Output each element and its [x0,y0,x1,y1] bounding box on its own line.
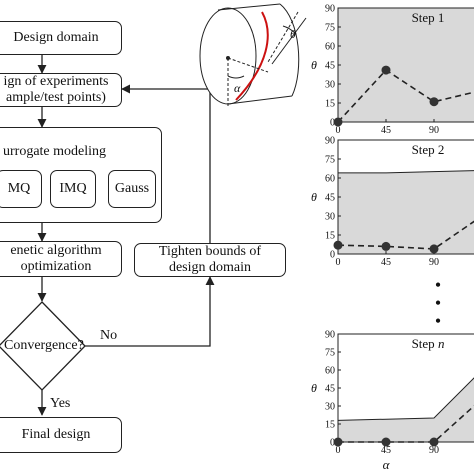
ga-label-line2: optimization [20,259,92,274]
chart-title: Step n [412,336,445,351]
y-tick-label: 0 [330,250,335,261]
data-point [429,97,439,107]
theta-series-line [338,404,474,443]
doe-label-line1: ign of experiments [3,74,109,89]
y-tick-label: 75 [325,23,335,34]
theta-series-line [337,69,474,123]
y-tick-label: 45 [325,61,335,72]
tighten-box: Tighten bounds of design domain [134,243,286,277]
y-tick-label: 15 [325,99,335,110]
x-tick-label: 0 [336,257,341,268]
data-point [429,244,439,254]
x-tick-label: 90 [429,445,439,456]
data-point [429,437,439,447]
ga-label-line1: enetic algorithm [10,243,102,258]
y-tick-label: 60 [325,42,335,53]
cylinder-bottom-edge [227,95,293,105]
data-point [381,65,391,75]
ga-box: enetic algorithm optimization [0,241,122,277]
y-axis-label: θ [311,381,317,395]
gauss-box: Gauss [108,170,156,208]
arrow-no-to-tighten [85,276,215,347]
imq-box: IMQ [50,170,96,208]
theta-arc [282,25,297,35]
data-point [381,241,391,251]
y-tick-label: 30 [325,402,335,413]
y-tick-label: 30 [325,212,335,223]
tighten-label-line1: Tighten bounds of [158,244,262,259]
bounds-band [338,378,474,442]
x-tick-label: 45 [381,445,391,456]
x-tick-label: 90 [429,125,439,136]
chart-title: Step 1 [412,10,445,25]
alpha-arc [227,75,245,79]
surrogate-label: urrogate modeling [3,144,107,159]
x-tick-label: 0 [336,125,341,136]
mq-box: MQ [0,170,42,208]
yes-label: Yes [50,396,71,411]
design-domain-box: Design domain [0,21,122,55]
y-tick-label: 90 [325,4,335,15]
y-tick-label: 15 [325,231,335,242]
y-tick-label: 15 [325,420,335,431]
y-tick-label: 75 [325,348,335,359]
x-tick-label: 45 [381,125,391,136]
fiber-path-curve [235,11,269,101]
convergence-label: Convergence? [4,338,84,353]
doe-label-line2: ample/test points) [6,90,106,105]
imq-label: IMQ [59,181,87,196]
x-tick-label: 0 [336,445,341,456]
data-point [333,437,343,447]
gauss-label: Gauss [114,181,150,196]
final-design-label: Final design [21,427,91,442]
bounds-band [338,170,474,254]
axis-origin-point [226,56,230,60]
y-tick-label: 0 [330,438,335,449]
alpha-symbol: α [234,81,241,95]
y-tick-label: 30 [325,80,335,91]
y-axis-label: θ [311,190,317,204]
x-tick-label: 45 [381,257,391,268]
chart-title: Step 2 [412,142,445,157]
final-design-box: Final design [0,417,122,453]
tangent-line-solid [271,17,307,65]
cylinder-top-edge [217,3,281,11]
data-point [333,117,343,127]
x-tick-label: 90 [429,257,439,268]
bounds-band [338,8,474,122]
y-tick-label: 45 [325,193,335,204]
theta-symbol: θ [290,27,296,41]
ellipsis-dots: • • • [434,275,442,331]
data-point [381,437,391,447]
y-tick-label: 0 [330,118,335,129]
x-axis-label: α [383,457,391,472]
cylinder-back-face [279,3,300,97]
y-tick-label: 75 [325,155,335,166]
upper-bound-line [338,170,474,174]
y-tick-label: 90 [325,330,335,341]
angle-axis-horizontal [227,57,269,73]
no-label: No [100,328,118,343]
y-tick-label: 60 [325,366,335,377]
upper-bound-line [337,377,474,421]
y-tick-label: 45 [325,384,335,395]
theta-series-line [337,220,474,250]
mq-label: MQ [7,181,31,196]
y-axis-label: θ [311,58,317,72]
y-tick-label: 90 [325,136,335,147]
tighten-label-line2: design domain [168,260,252,275]
data-point [333,240,343,250]
doe-box: ign of experiments ample/test points) [0,73,122,107]
design-domain-label: Design domain [13,30,99,45]
y-tick-label: 60 [325,174,335,185]
